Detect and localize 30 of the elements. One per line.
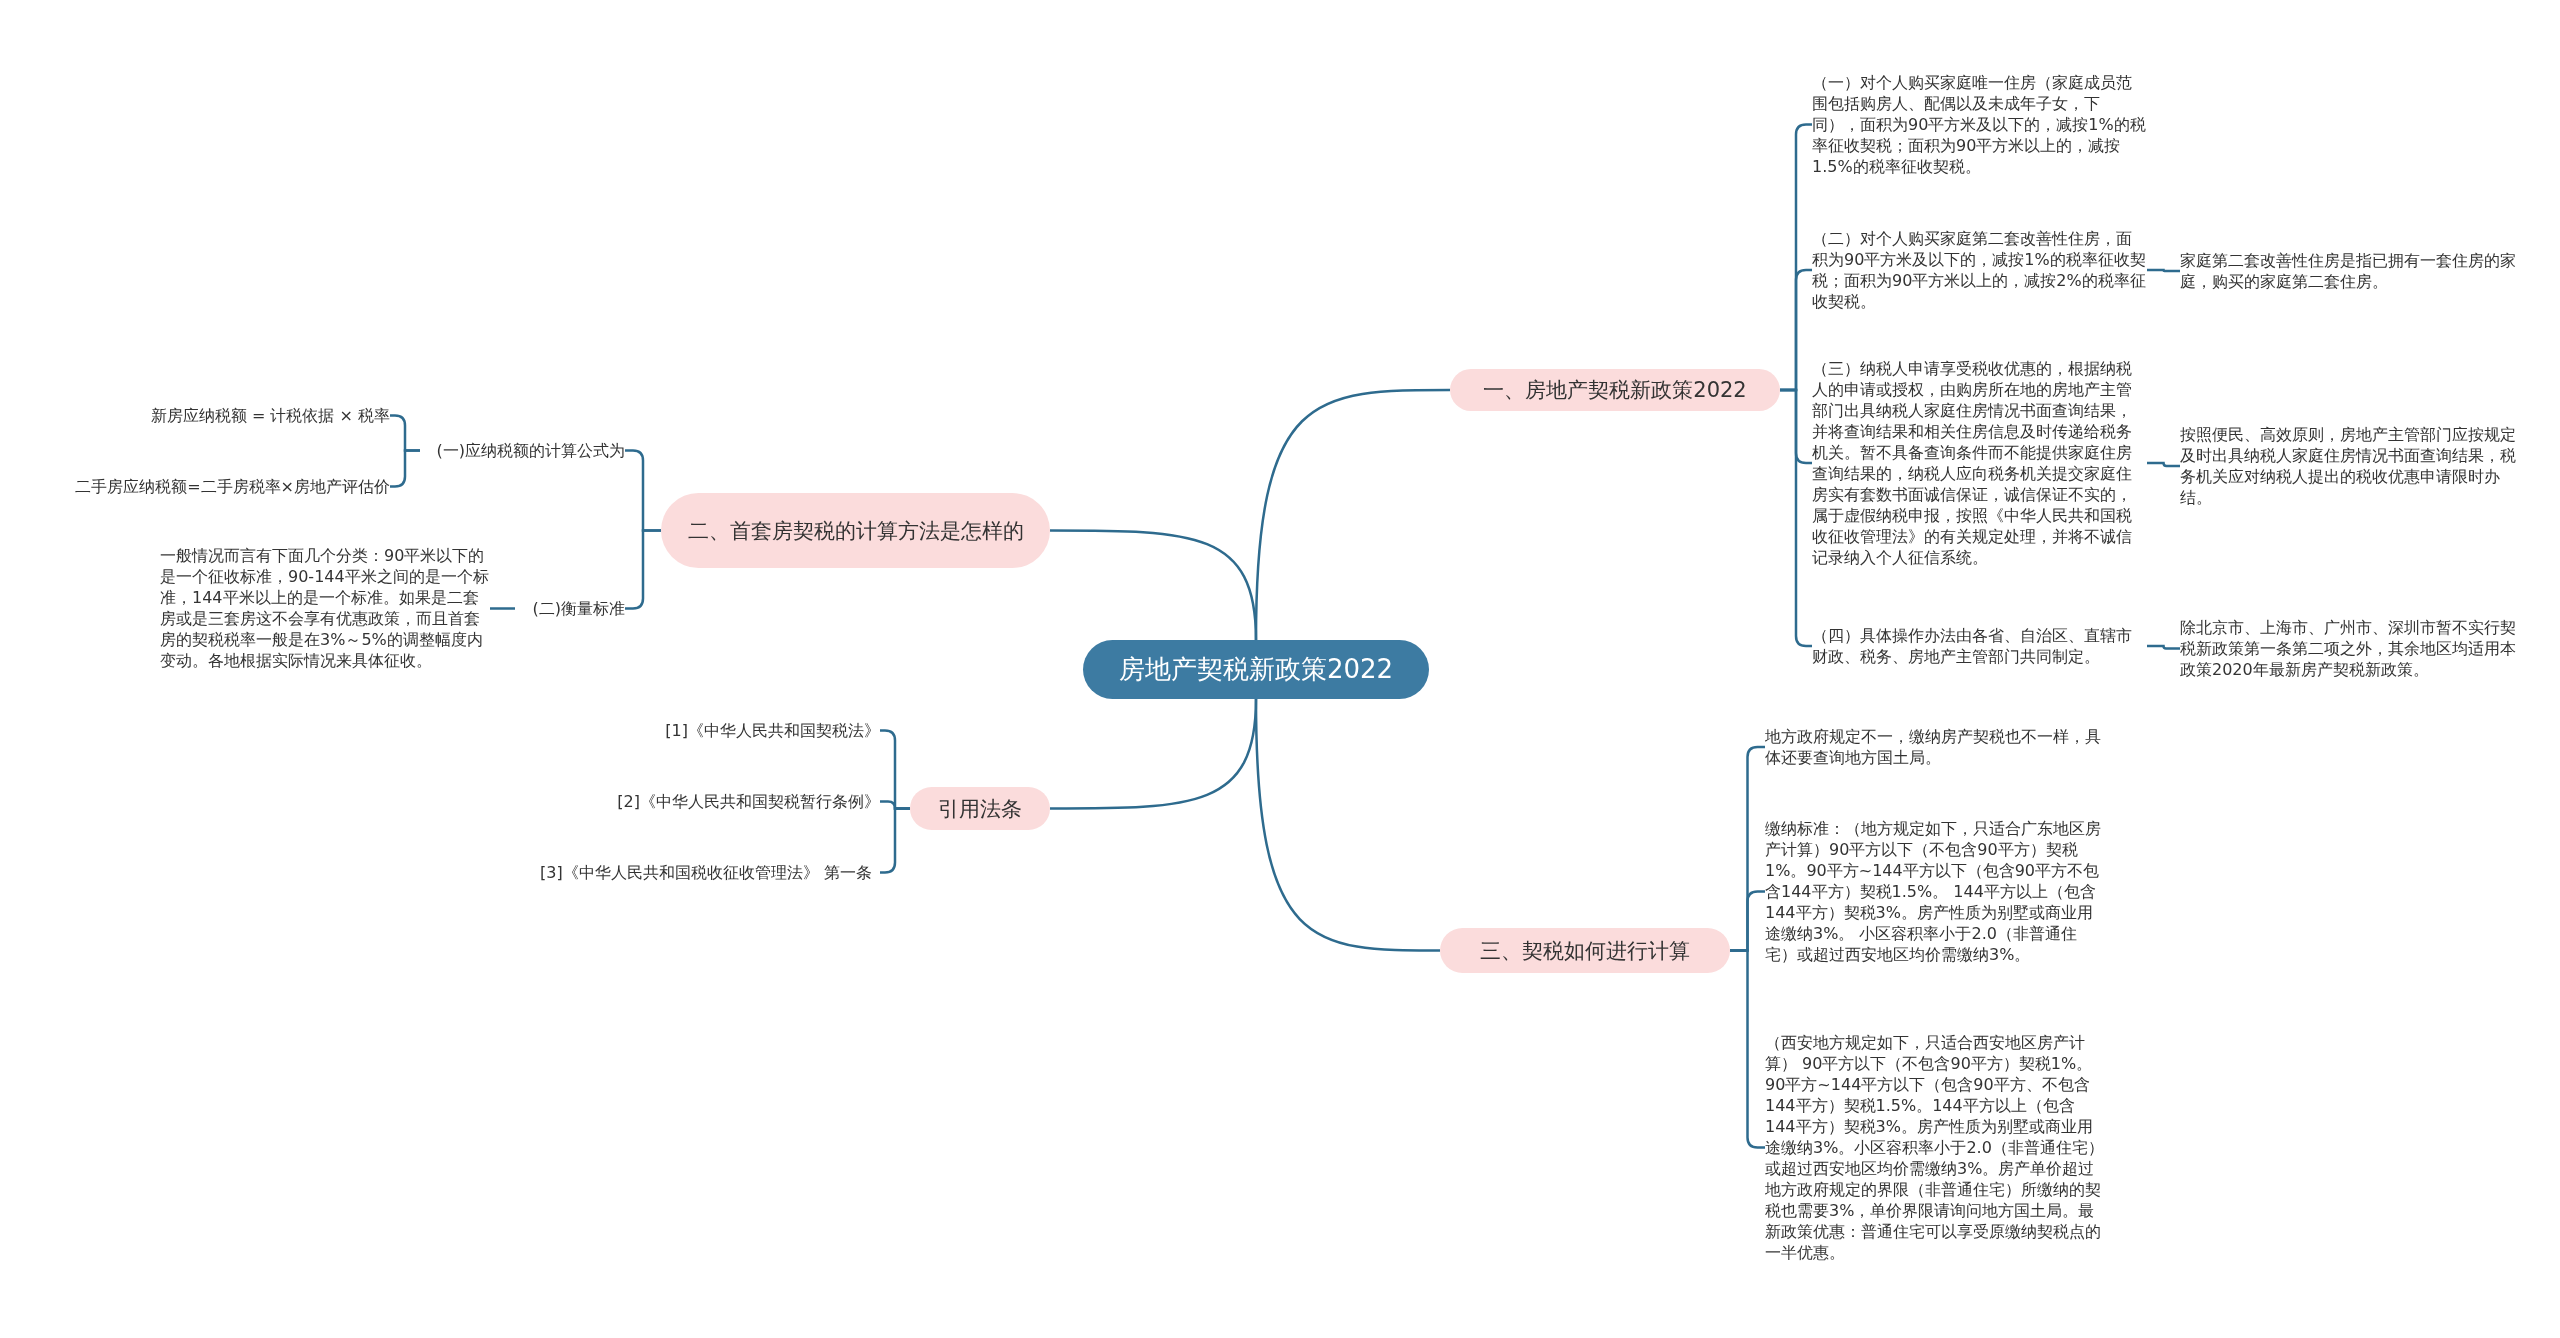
topic-text: (一)应纳税额的计算公式为	[420, 440, 625, 461]
branch-topic: 三、契税如何进行计算	[1440, 928, 1730, 973]
topic-text: （西安地方规定如下，只适合西安地区房产计算） 90平方以下（不包含90平方）契税1%。90平方~144平方以下（包含90平方、不包含144平方）契税1.5%。144平方以上（包含144平方）契税3%。房产性质为别墅或商业用途缴纳3%。小区容积率小于2.0（非普通住宅）或超过西安地区均价需缴纳3%。房产单价超过地方政府规定的界限（非普通住宅）所缴纳的契税也需要3%，单价界限请询问地方国土局。最新政策优惠：普通住宅可以享受原缴纳契税点的一半优惠。	[1765, 1032, 2105, 1263]
topic-text: （一）对个人购买家庭唯一住房（家庭成员范围包括购房人、配偶以及未成年子女，下同），面积为90平方米及以下的，减按1%的税率征收契税；面积为90平方米以上的，减按1.5%的税率征收契税。	[1812, 72, 2147, 177]
connector-line	[390, 449, 420, 488]
branch-topic: 二、首套房契税的计算方法是怎样的	[661, 493, 1050, 568]
central-topic: 房地产契税新政策2022	[1083, 640, 1429, 699]
connector-line	[2147, 644, 2180, 650]
topic-text: 新房应纳税额 = 计税依据 × 税率	[50, 405, 390, 426]
connector-line	[2147, 461, 2180, 468]
topic-text: 按照便民、高效原则，房地产主管部门应按规定及时出具纳税人家庭住房情况书面查询结果，税务机关应对纳税人提出的税收优惠申请限时办结。	[2180, 424, 2525, 508]
connector-line	[1254, 698, 1440, 952]
connector-line	[2147, 268, 2180, 273]
topic-text: (二)衡量标准	[515, 598, 625, 619]
topic-text: 缴纳标准：（地方规定如下，只适合广东地区房产计算）90平方以下（不包含90平方）契税1%。90平方~144平方以下（包含90平方不包含144平方）契税1.5%。 144平方以上（包含144平方）契税3%。房产性质为别墅或商业用途缴纳3%。 小区容积率小于2.0（非普通住宅）或超过西安地区均价需缴纳3%。	[1765, 818, 2105, 965]
topic-text: （二）对个人购买家庭第二套改善性住房，面积为90平方米及以下的，减按1%的税率征收契税；面积为90平方米以上的，减按2%的税率征收契税。	[1812, 228, 2147, 312]
branch-topic: 一、房地产契税新政策2022	[1450, 369, 1780, 411]
topic-text: 一般情况而言有下面几个分类：90平米以下的是一个征收标准，90-144平米之间的是一个标准，144平米以上的是一个标准。如果是二套房或是三套房这不会享有优惠政策，而且首套房的契税税率一般是在3%～5%的调整幅度内变动。各地根据实际情况来具体征收。	[160, 545, 490, 671]
connector-line	[490, 607, 515, 610]
topic-text: [2]《中华人民共和国契税暂行条例》	[520, 791, 880, 812]
topic-text: 地方政府规定不一，缴纳房产契税也不一样，具体还要查询地方国土局。	[1765, 726, 2105, 768]
topic-text: [3]《中华人民共和国税收征收管理法》 第一条	[540, 862, 880, 883]
topic-text: [1]《中华人民共和国契税法》	[520, 720, 880, 741]
connector-line	[1050, 529, 1258, 641]
topic-text: 家庭第二套改善性住房是指已拥有一套住房的家庭，购买的家庭第二套住房。	[2180, 250, 2525, 292]
topic-text: （四）具体操作办法由各省、自治区、直辖市财政、税务、房地产主管部门共同制定。	[1812, 625, 2147, 667]
topic-text: 除北京市、上海市、广州市、深圳市暂不实行契税新政策第一条第二项之外，其余地区均适用本政策2020年最新房产契税新政策。	[2180, 617, 2525, 680]
topic-text: 二手房应纳税额=二手房税率×房地产评估价	[50, 476, 390, 497]
branch-topic: 引用法条	[910, 787, 1050, 830]
topic-text: （三）纳税人申请享受税收优惠的，根据纳税人的申请或授权，由购房所在地的房地产主管部门出具纳税人家庭住房情况书面查询结果，并将查询结果和相关住房信息及时传递给税务机关。暂不具备查询条件而不能提供家庭住房查询结果的，纳税人应向税务机关提交家庭住房实有套数书面诚信保证，诚信保证不实的，属于虚假纳税申报，按照《中华人民共和国税收征收管理法》的有关规定处理，并将不诚信记录纳入个人征信系统。	[1812, 358, 2147, 568]
